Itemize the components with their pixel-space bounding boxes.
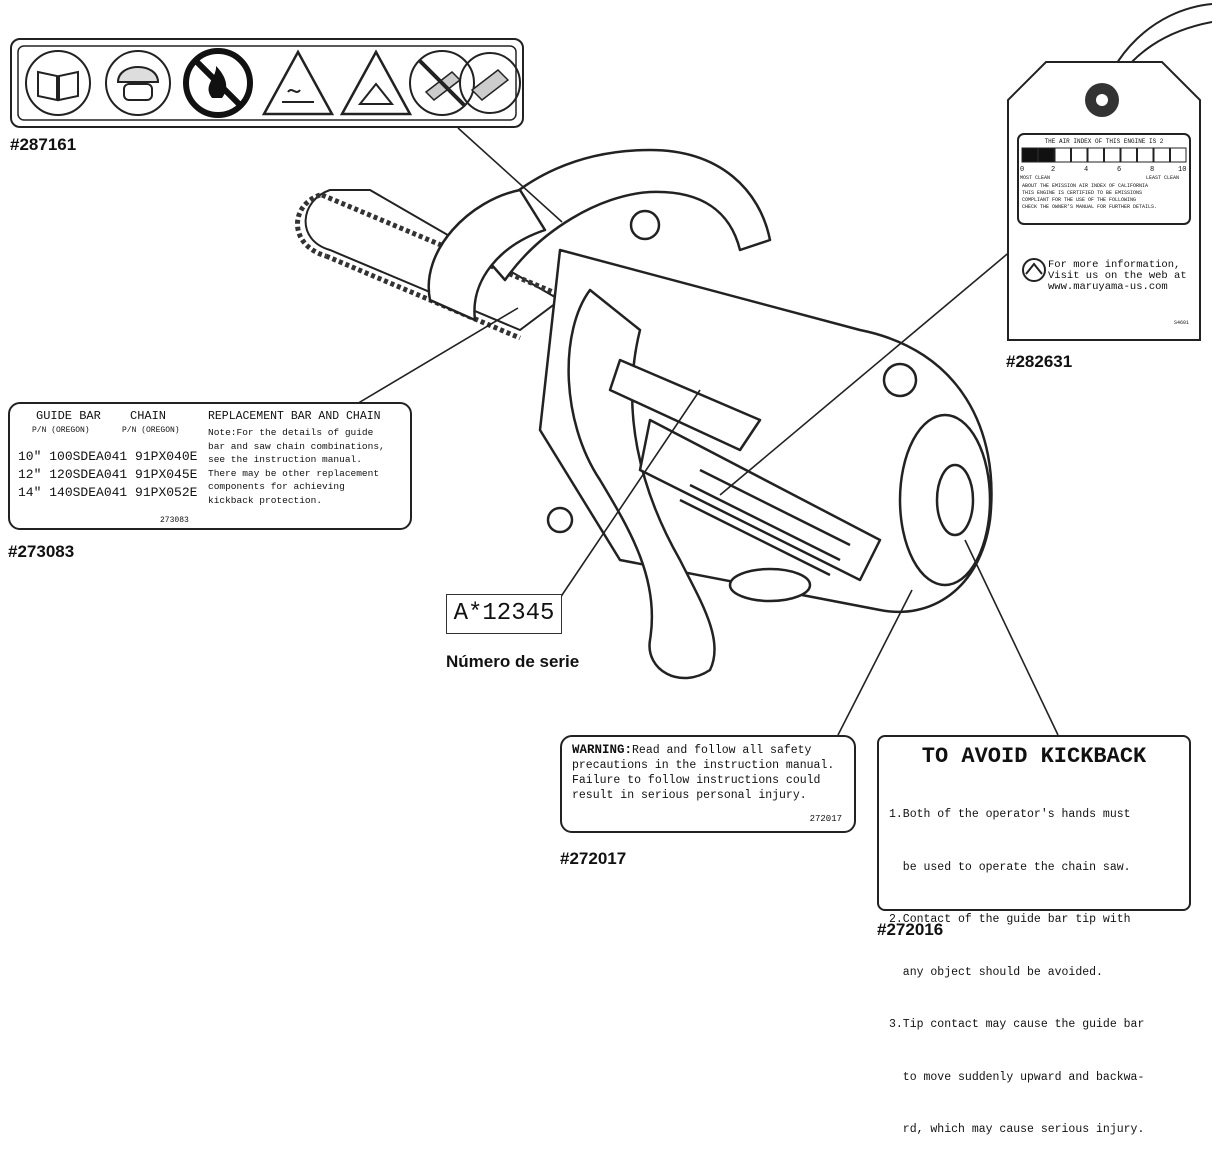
note-line: kickback protection. bbox=[208, 494, 323, 506]
hot-surface-warning-icon bbox=[261, 49, 335, 116]
chain-pn: 91PX052E bbox=[135, 485, 198, 500]
tag-title: THE AIR INDEX OF THIS ENGINE IS 2 bbox=[1044, 138, 1164, 145]
warning-label: WARNING:Read and follow all safety preca… bbox=[560, 735, 856, 833]
no-fire-icon bbox=[183, 48, 253, 118]
fine-line: COMPLIANT FOR THE USE OF THE FOLLOWING bbox=[1022, 197, 1137, 203]
info-line: Visit us on the web at bbox=[1048, 270, 1187, 282]
bar-pn: 120SDEA041 bbox=[49, 467, 128, 482]
instruction-line: any object should be avoided. bbox=[889, 965, 1103, 979]
scale-cell bbox=[1104, 147, 1121, 163]
info-line: For more information, bbox=[1048, 259, 1181, 271]
serial-number-value: A*12345 bbox=[453, 600, 555, 627]
note-line: There may be other replacement bbox=[208, 467, 380, 479]
scale-number: 0 bbox=[1020, 166, 1025, 174]
warning-lead: WARNING: bbox=[572, 743, 633, 757]
instruction-line: 1.Both of the operator's hands must bbox=[889, 808, 1131, 821]
scale-cell bbox=[1054, 147, 1071, 163]
scale-number: 4 bbox=[1084, 166, 1089, 174]
part-number-273083: #273083 bbox=[8, 542, 75, 561]
bar-size: 10" bbox=[18, 449, 42, 464]
no-one-hand-icon bbox=[409, 50, 475, 116]
part-number-272017: #272017 bbox=[560, 849, 627, 868]
bar-chain-title: REPLACEMENT BAR AND CHAIN bbox=[208, 410, 381, 423]
table-row: 10" 100SDEA041 91PX040E bbox=[18, 448, 197, 466]
table-row: 14" 140SDEA041 91PX052E bbox=[18, 484, 197, 502]
chain-pn: 91PX040E bbox=[135, 449, 198, 464]
tag-outline bbox=[1007, 61, 1201, 341]
bar-chain-code: 273083 bbox=[160, 516, 189, 525]
part-number-272016: #272016 bbox=[877, 920, 944, 939]
warning-text: Read and follow all safety bbox=[632, 744, 812, 757]
pictogram-label bbox=[10, 38, 524, 128]
part-number-287161: #287161 bbox=[10, 135, 77, 154]
scale-cell bbox=[1137, 147, 1154, 163]
instruction-line: rd, which may cause serious injury. bbox=[889, 1123, 1145, 1136]
note-line: Note:For the details of guide bbox=[208, 427, 374, 438]
instruction-line: be used to operate the chain saw. bbox=[889, 860, 1131, 874]
chain-pn: 91PX045E bbox=[135, 467, 198, 482]
tag-code: S4601 bbox=[1174, 320, 1190, 326]
air-index-scale bbox=[1021, 147, 1187, 163]
bar-chain-table: 10" 100SDEA041 91PX040E 12" 120SDEA041 9… bbox=[18, 448, 197, 502]
instruction-line: to move suddenly upward and backwa- bbox=[889, 1070, 1145, 1084]
bar-chain-note: Note:For the details of guide bar and sa… bbox=[208, 426, 410, 507]
bar-header: GUIDE BAR bbox=[36, 409, 101, 423]
scale-cell bbox=[1071, 147, 1088, 163]
serial-number-plate: A*12345 bbox=[446, 594, 562, 634]
note-line: components for achieving bbox=[208, 481, 345, 492]
bar-pn: 140SDEA041 bbox=[49, 485, 128, 500]
bar-pn: 100SDEA041 bbox=[49, 449, 128, 464]
scale-end-right: LEAST CLEAN bbox=[1146, 175, 1180, 181]
warning-line: precautions in the instruction manual. bbox=[572, 759, 835, 772]
two-hands-icon bbox=[459, 52, 521, 114]
warning-line: WARNING:Read and follow all safety bbox=[572, 743, 844, 758]
bar-header-sub: P/N (OREGON) bbox=[32, 426, 90, 435]
warning-code: 272017 bbox=[809, 814, 842, 824]
scale-cell bbox=[1038, 147, 1055, 163]
bar-size: 14" bbox=[18, 485, 42, 500]
scale-cell bbox=[1153, 147, 1170, 163]
fine-line: ABOUT THE EMISSION AIR INDEX OF CALIFORN… bbox=[1022, 183, 1149, 189]
head-protection-icon bbox=[105, 50, 171, 116]
fine-line: CHECK THE OWNER'S MANUAL FOR FURTHER DET… bbox=[1022, 204, 1158, 210]
chain-header-sub: P/N (OREGON) bbox=[122, 426, 180, 435]
info-logo-icon bbox=[1022, 258, 1046, 282]
chainsaw-diagram bbox=[295, 3, 1212, 736]
scale-cell bbox=[1170, 147, 1187, 163]
scale-cell bbox=[1021, 147, 1038, 163]
scale-cell bbox=[1120, 147, 1137, 163]
scale-number: 2 bbox=[1051, 166, 1056, 174]
instruction-line: 3.Tip contact may cause the guide bar bbox=[889, 1018, 1145, 1031]
emission-tag: THE AIR INDEX OF THIS ENGINE IS 2 0 2 4 … bbox=[1006, 60, 1202, 342]
note-line: see the instruction manual. bbox=[208, 454, 362, 465]
leader-lines bbox=[349, 127, 1059, 736]
saw-body bbox=[427, 148, 993, 680]
warning-line: Failure to follow instructions could bbox=[572, 774, 821, 787]
chain-header: CHAIN bbox=[130, 409, 167, 423]
kickback-instructions: 1.Both of the operator's hands must be u… bbox=[889, 771, 1179, 1174]
part-number-282631: #282631 bbox=[1006, 352, 1073, 371]
scale-number: 10 bbox=[1178, 166, 1187, 174]
bar-size: 12" bbox=[18, 467, 42, 482]
fine-line: THIS ENGINE IS CERTIFIED TO BE EMISSIONS bbox=[1022, 190, 1143, 196]
bar-chain-label: GUIDE BAR P/N (OREGON) CHAIN P/N (OREGON… bbox=[8, 402, 412, 530]
scale-number: 6 bbox=[1117, 166, 1122, 174]
warning-line: result in serious personal injury. bbox=[572, 789, 807, 802]
serial-number-caption: Número de serie bbox=[446, 652, 580, 671]
scale-cell bbox=[1087, 147, 1104, 163]
note-line: bar and saw chain combinations, bbox=[208, 440, 385, 452]
scale-end-left: MOST CLEAN bbox=[1020, 175, 1051, 181]
kickback-label: TO AVOID KICKBACK 1.Both of the operator… bbox=[877, 735, 1191, 1136]
tag-fine-print: ABOUT THE EMISSION AIR INDEX OF CALIFORN… bbox=[1022, 183, 1188, 211]
read-manual-icon bbox=[25, 50, 91, 116]
kickback-warning-icon bbox=[339, 49, 413, 116]
kickback-title: TO AVOID KICKBACK bbox=[921, 744, 1147, 769]
info-line: www.maruyama-us.com bbox=[1048, 281, 1168, 293]
scale-number: 8 bbox=[1150, 166, 1155, 174]
instruction-line: 2.Contact of the guide bar tip with bbox=[889, 913, 1131, 926]
tag-info: For more information, Visit us on the we… bbox=[1048, 260, 1198, 293]
table-row: 12" 120SDEA041 91PX045E bbox=[18, 466, 197, 484]
pictogram-strip bbox=[17, 45, 521, 121]
